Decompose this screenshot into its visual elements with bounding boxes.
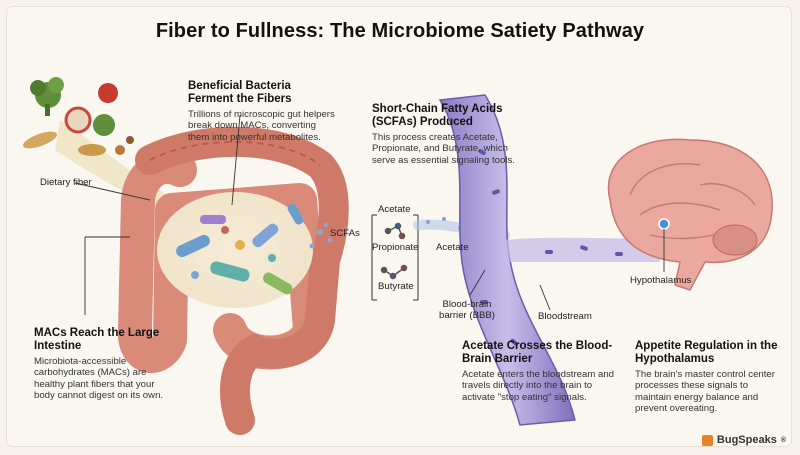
section-bacteria: Beneficial Bacteria Ferment the Fibers T… (188, 80, 338, 143)
section-appetite-heading: Appetite Regulation in the Hypothalamus (635, 340, 778, 365)
section-macs: MACs Reach the Large Intestine Microbiot… (34, 327, 174, 402)
gut-bacteria-cluster (176, 203, 304, 295)
metabolite-dots (309, 223, 333, 249)
butyrate-molecule-icon (380, 264, 408, 280)
section-acetate-body: Acetate enters the bloodstream and trave… (462, 369, 614, 403)
label-propionate: Propionate (372, 242, 419, 253)
section-bacteria-body: Trillions of microscopic gut helpers bre… (188, 109, 335, 143)
section-scfas-body: This process creates Acetate, Propionate… (372, 132, 515, 166)
label-acetate-2: Acetate (436, 242, 469, 253)
propionate-molecule-icon (384, 222, 406, 240)
section-scfas-heading: Short-Chain Fatty Acids (SCFAs) Produced (372, 103, 503, 128)
food-cluster-icon (22, 77, 134, 156)
label-butyrate: Butyrate (378, 281, 414, 292)
section-appetite-body: The brain's master control center proces… (635, 369, 775, 415)
brand-mark-icon (701, 434, 713, 446)
label-scfas: SCFAs (330, 228, 360, 239)
label-bloodstream: Bloodstream (538, 311, 592, 322)
label-bbb: Blood-brain barrier (BBB) (439, 299, 495, 321)
section-scfas: Short-Chain Fatty Acids (SCFAs) Produced… (372, 103, 522, 166)
blood-vessel-illustration (438, 94, 660, 426)
page-title: Fiber to Fullness: The Microbiome Satiet… (155, 20, 645, 42)
section-macs-heading: MACs Reach the Large Intestine (34, 327, 160, 352)
section-acetate: Acetate Crosses the Blood-Brain Barrier … (462, 340, 622, 403)
hypothalamus-marker (658, 218, 670, 230)
section-appetite: Appetite Regulation in the Hypothalamus … (635, 340, 785, 415)
section-bacteria-heading: Beneficial Bacteria Ferment the Fibers (188, 80, 292, 105)
label-acetate-1: Acetate (378, 204, 411, 215)
brand-registered: ® (780, 436, 786, 444)
section-macs-body: Microbiota-accessible carbohydrates (MAC… (34, 356, 164, 402)
brain-illustration (607, 138, 773, 291)
label-hypothalamus: Hypothalamus (630, 275, 692, 286)
brand-logo: BugSpeaks® (701, 434, 786, 446)
label-dietary-fiber: Dietary fiber (40, 177, 92, 188)
section-acetate-heading: Acetate Crosses the Blood-Brain Barrier (462, 340, 613, 365)
brand-name: BugSpeaks (716, 434, 777, 446)
leader-lines (74, 114, 665, 315)
